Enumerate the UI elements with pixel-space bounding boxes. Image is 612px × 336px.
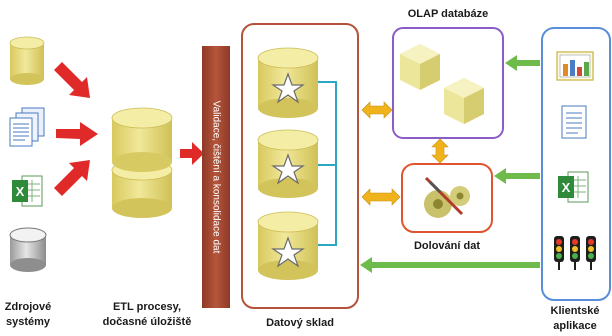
arrow-warehouse-mining — [361, 188, 401, 206]
warehouse-db-3-icon — [257, 211, 319, 280]
olap-cube-1-icon — [400, 44, 440, 90]
mining-label: Dolování dat — [413, 240, 480, 252]
svg-text:X: X — [16, 184, 25, 199]
warehouse-label: Datový sklad — [266, 317, 334, 329]
clients-label-line-1: Klientské — [550, 305, 600, 317]
warehouse-db-1-icon — [257, 47, 319, 118]
source-database-icon — [9, 36, 45, 85]
sources-label-line-1: Zdrojové — [4, 301, 52, 313]
warehouse-db-2-icon — [257, 129, 319, 198]
client-traffic-lights-icon — [554, 236, 596, 270]
olap-cube-2-icon — [444, 78, 484, 124]
star-icon — [271, 153, 305, 185]
arrow-source-docs-to-etl — [56, 122, 98, 146]
sources-label: Zdrojové systémy — [0, 300, 56, 330]
client-spreadsheet-icon: X — [558, 171, 589, 203]
validation-label: Validace, čištění a konsolidace dat — [210, 100, 222, 254]
star-icon — [271, 236, 305, 268]
source-disk-icon — [9, 227, 47, 272]
arrow-source-sheet-to-etl — [54, 160, 90, 196]
arrow-clients-to-mining — [494, 168, 540, 184]
warehouse-connectors — [318, 81, 337, 246]
validation-label-container: Validace, čištění a konsolidace dat — [202, 46, 230, 308]
arrow-warehouse-olap — [361, 101, 393, 119]
arrow-clients-to-warehouse — [360, 257, 540, 273]
arrow-source-db-to-etl — [54, 62, 90, 98]
olap-label: OLAP databáze — [407, 8, 489, 20]
svg-text:X: X — [562, 180, 571, 195]
clients-label-line-2: aplikace — [553, 320, 597, 332]
source-spreadsheet-icon: X — [12, 175, 43, 207]
arrow-etl-to-validation — [180, 142, 204, 165]
gears-icon — [424, 176, 470, 218]
etl-label-line-1: ETL procesy, — [112, 301, 182, 313]
source-documents-icon — [9, 107, 45, 147]
sources-label-line-2: systémy — [5, 316, 51, 328]
arrow-clients-to-olap — [505, 55, 540, 71]
validation-bar — [202, 46, 230, 308]
etl-label-line-2: dočasné úložiště — [102, 316, 192, 328]
star-icon — [271, 72, 305, 104]
etl-stacked-database-icon — [111, 107, 173, 218]
etl-label: ETL procesy, dočasné úložiště — [92, 300, 202, 330]
arrow-olap-mining — [431, 138, 449, 164]
clients-frame — [541, 27, 611, 301]
client-document-icon — [561, 105, 587, 139]
clients-label: Klientské aplikace — [538, 304, 612, 334]
client-chart-report-icon — [556, 51, 594, 81]
